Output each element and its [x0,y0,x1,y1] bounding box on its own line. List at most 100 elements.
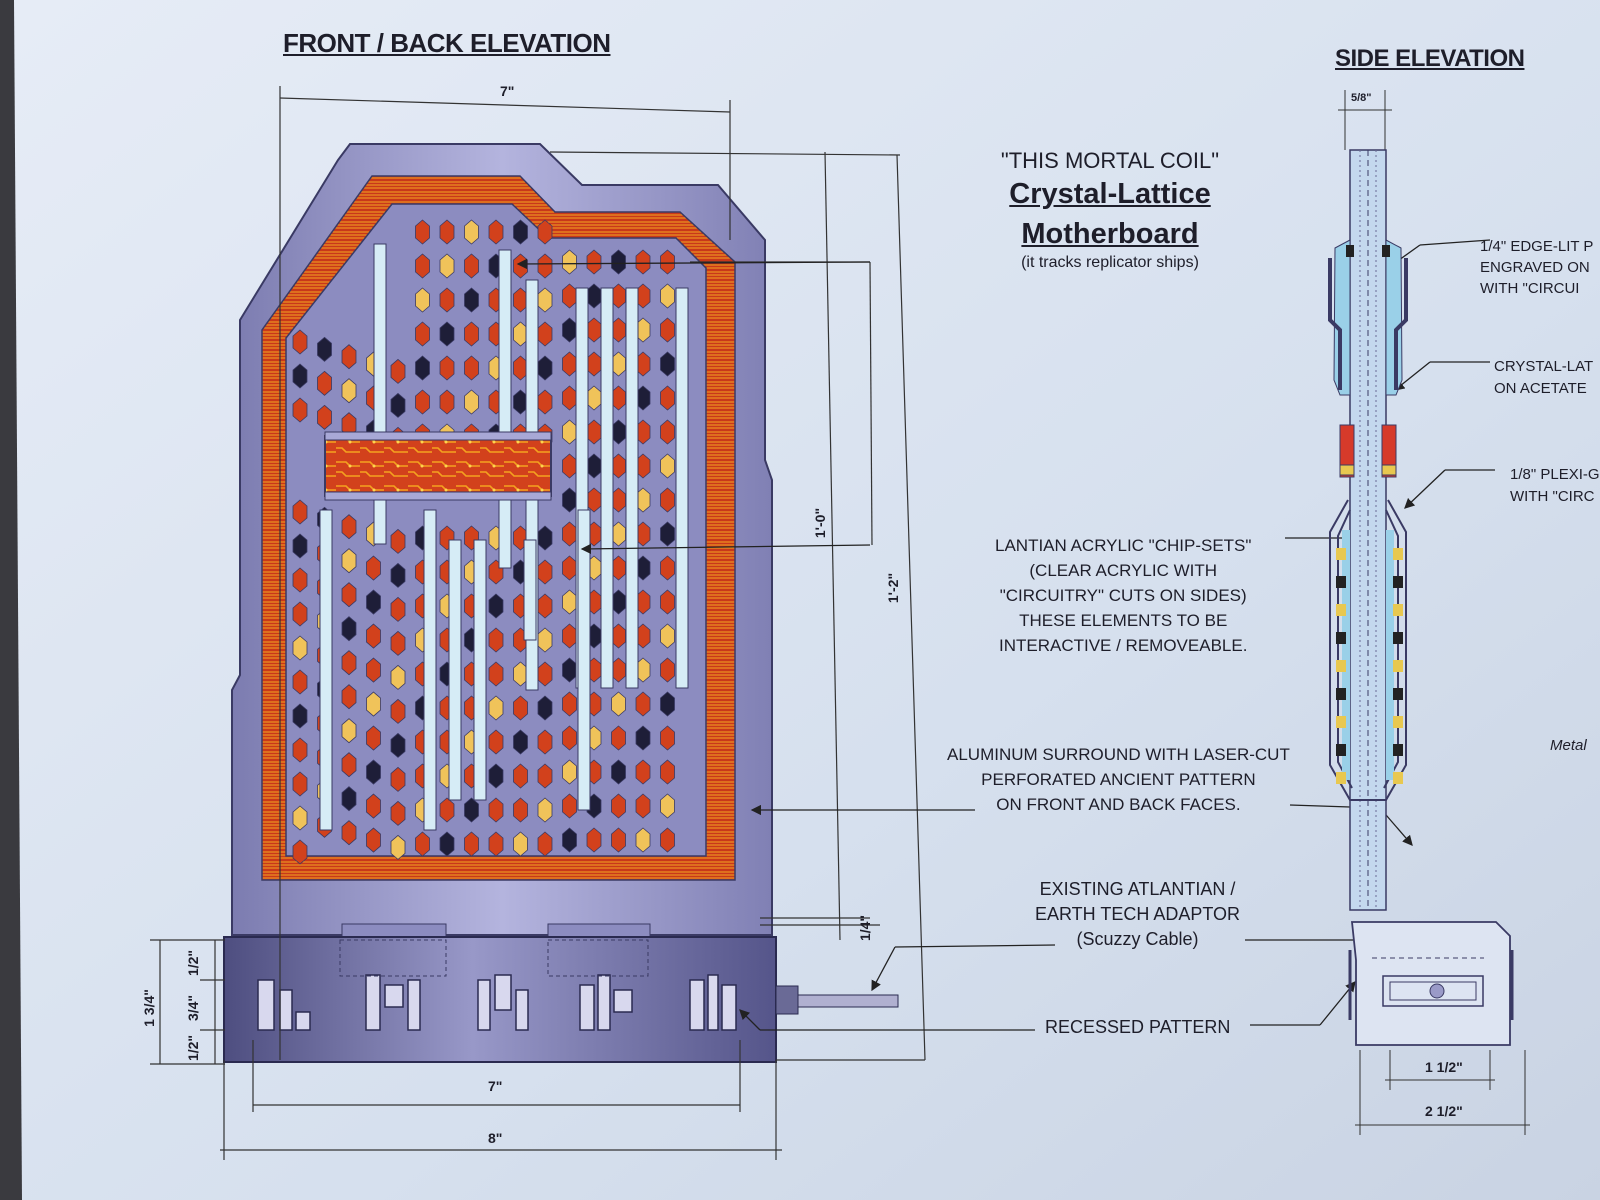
perforation-cutout [366,725,381,751]
perforation-cutout [439,389,455,415]
perforation-cutout [390,664,406,690]
side-chip [1336,632,1346,644]
perforation-cutout [464,831,479,857]
perforation-cutout [415,355,430,381]
perforation-cutout [390,392,406,418]
acrylic-chip-slot [319,509,333,831]
perforation-cutout [366,623,381,649]
perforation-cutout [660,487,675,513]
perforation-cutout [341,548,357,574]
dim-height-inner: 1'-0" [812,507,829,539]
aluminum-note-line: ALUMINUM SURROUND WITH LASER-CUT [947,745,1290,764]
crystal-note-line: ON ACETATE [1494,380,1587,397]
dim-base-middle: 3/4" [185,994,202,1022]
perforation-cutout [415,389,430,415]
chipsets-note-line: LANTIAN ACRYLIC "CHIP-SETS" [995,536,1252,555]
perforation-cutout [562,691,577,717]
perforation-cutout [292,363,308,389]
perforation-cutout [537,763,553,789]
side-chip [1336,688,1346,700]
acrylic-chip-slot [498,249,512,569]
perforation-cutout [439,355,455,381]
perforation-cutout [439,287,455,313]
acrylic-chip-slot [577,509,591,811]
chipsets-note-line: "CIRCUITRY" CUTS ON SIDES) [999,586,1247,605]
perforation-cutout [341,684,357,710]
perforation-cutout [366,827,381,853]
side-chip [1393,772,1403,784]
edge-lit-note-line: 1/4" EDGE-LIT P [1480,238,1594,255]
perforation-cutout [390,528,406,554]
recessed-glyphs [257,974,737,1031]
dim-side-base-total: 2 1/2" [1425,1103,1463,1119]
perforation-cutout [660,725,675,751]
metal-note: Metal [1550,737,1587,754]
perforation-cutout [562,249,577,275]
chipsets-note: LANTIAN ACRYLIC "CHIP-SETS" (CLEAR ACRYL… [995,533,1251,658]
perforation-cutout [415,253,430,279]
adaptor-note-line: EARTH TECH ADAPTOR [1035,904,1241,924]
perforation-cutout [292,635,308,661]
perforation-cutout [488,729,504,755]
chipsets-note-line: (CLEAR ACRYLIC WITH [1029,561,1218,580]
acrylic-chip-slot [473,539,487,801]
perforation-cutout [464,219,479,245]
perforation-cutout [292,839,308,865]
perforation-cutout [635,691,651,717]
project-title: "THIS MORTAL COIL" [1000,148,1220,173]
perforation-cutout [341,616,357,642]
drawing-subtitle: (it tracks replicator ships) [1021,254,1199,271]
perforation-cutout [562,725,577,751]
aluminum-note-line: ON FRONT AND BACK FACES. [996,795,1241,814]
perforation-cutout [341,650,357,676]
dim-top-width: 7" [500,83,515,99]
perforation-cutout [317,336,332,362]
perforation-cutout [464,797,479,823]
perforation-cutout [317,370,332,396]
perforation-cutout [660,385,675,411]
perforation-cutout [415,219,430,245]
perforation-cutout [660,793,675,819]
perforation-cutout [660,419,675,445]
perforation-cutout [513,763,528,789]
adaptor-note-line: EXISTING ATLANTIAN / [1039,879,1236,899]
perforation-cutout [415,287,430,313]
perforation-cutout [488,661,504,687]
chipsets-note-line: INTERACTIVE / REMOVEABLE. [998,636,1248,655]
acrylic-chip-slot [448,539,462,801]
perforation-cutout [366,691,381,717]
side-chip [1336,660,1346,672]
perforation-cutout [341,378,357,404]
perforation-cutout [537,729,553,755]
edge-lit-note-line: ENGRAVED ON [1480,259,1590,276]
aluminum-note-line: PERFORATED ANCIENT PATTERN [981,770,1256,789]
side-chip [1393,660,1403,672]
perforation-cutout [562,759,577,785]
perforation-cutout [317,404,332,430]
drawing-title-line1: Crystal-Lattice [1009,178,1211,210]
crystal-note-line: CRYSTAL-LAT [1494,358,1594,375]
dim-base-bottom: 1/2" [185,1034,202,1062]
side-chip [1336,576,1346,588]
dim-bottom-total: 8" [488,1130,503,1146]
perforation-cutout [611,759,626,785]
edge-lit-note-line: WITH "CIRCUI [1480,280,1580,297]
dim-bottom-inner: 7" [488,1078,503,1094]
drawing-title-line2: Motherboard [1021,218,1199,250]
perforation-cutout [488,593,504,619]
perforation-cutout [537,695,553,721]
perforation-cutout [415,321,430,347]
perforation-cutout [341,786,357,812]
perforation-cutout [390,800,406,826]
crystal-note: CRYSTAL-LAT ON ACETATE [1494,356,1593,400]
perforation-cutout [341,718,357,744]
recessed-note: RECESSED PATTERN [1045,1017,1231,1037]
perforation-cutout [537,797,553,823]
perforation-cutout [341,344,357,370]
perforation-cutout [292,771,308,797]
perforation-cutout [562,793,577,819]
perforation-cutout [341,820,357,846]
perforation-cutout [464,355,479,381]
perforation-cutout [464,253,479,279]
perforation-cutout [660,623,675,649]
